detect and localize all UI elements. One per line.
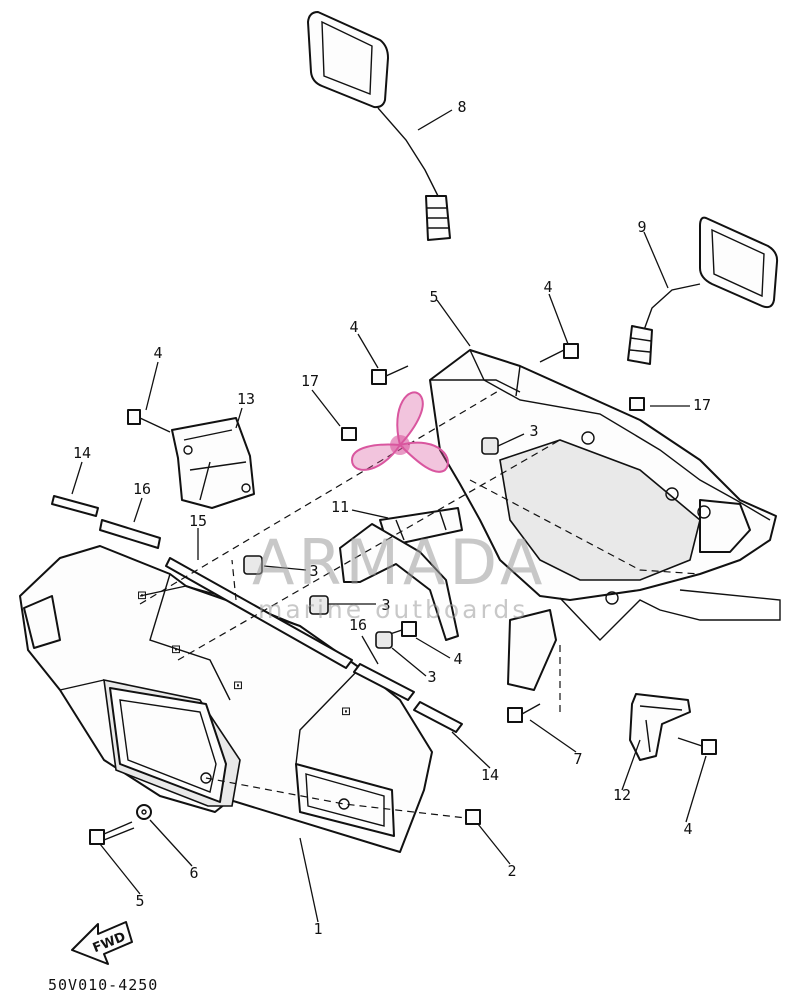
grommet-3-c <box>309 595 329 615</box>
leader-lines <box>71 109 707 923</box>
fasteners <box>89 343 717 845</box>
callout-3: 3 <box>309 562 318 580</box>
bolt-17-right <box>629 397 645 411</box>
callout-4: 4 <box>349 318 358 336</box>
callout-10: 9 <box>637 218 646 236</box>
svg-text:⊡: ⊡ <box>233 676 242 694</box>
grommet-3-a <box>481 437 499 455</box>
bolt-17-left <box>341 427 357 441</box>
mirror-right <box>627 216 779 365</box>
side-bracket-right <box>629 693 691 761</box>
callout-3: 3 <box>529 422 538 440</box>
callout-8: 7 <box>573 750 582 768</box>
svg-text:⊡: ⊡ <box>341 702 350 720</box>
callout-16: 16 <box>349 616 367 634</box>
callout-4: 4 <box>683 820 692 838</box>
drawing-code: 50V010-4250 <box>48 976 159 994</box>
frame-stay <box>429 349 781 691</box>
nut-2 <box>465 809 481 825</box>
callout-14: 14 <box>73 444 91 462</box>
callout-16: 16 <box>133 480 151 498</box>
callout-14: 14 <box>481 766 499 784</box>
callout-1: 1 <box>313 920 322 938</box>
callout-13: 13 <box>237 390 255 408</box>
svg-text:⊡: ⊡ <box>137 586 146 604</box>
propeller-icon <box>350 391 449 473</box>
cowl-body: ⊡ ⊡ ⊡ ⊡ <box>19 545 433 853</box>
callout-6: 5 <box>135 892 144 910</box>
watermark-subtitle: marine outboards <box>258 595 528 624</box>
svg-text:⊡: ⊡ <box>171 640 180 658</box>
callouts: 8 9 5 4 4 4 17 17 13 3 14 16 15 11 3 3 1… <box>73 98 711 938</box>
inner-bracket <box>339 507 463 641</box>
washer-7 <box>136 804 152 820</box>
callout-3: 3 <box>427 668 436 686</box>
bolt-4-left <box>127 409 171 433</box>
callout-4: 4 <box>453 650 462 668</box>
bolt-6 <box>89 821 135 845</box>
callout-5: 5 <box>429 288 438 306</box>
bolt-8 <box>507 703 541 723</box>
bolt-4-right-top <box>539 343 579 363</box>
callout-2: 2 <box>507 862 516 880</box>
grommet-3-d <box>375 631 393 649</box>
forward-arrow: FWD <box>71 921 133 965</box>
callout-17: 17 <box>301 372 319 390</box>
bolt-4-center <box>371 365 409 385</box>
grommet-3-b <box>243 555 263 575</box>
callout-17: 17 <box>693 396 711 414</box>
callout-7: 6 <box>189 864 198 882</box>
bolt-4-right-bottom <box>677 737 717 755</box>
assembly-lines <box>139 389 701 819</box>
callout-4: 4 <box>153 344 162 362</box>
callout-3: 3 <box>381 596 390 614</box>
callout-9: 8 <box>457 98 466 116</box>
callout-4: 4 <box>543 278 552 296</box>
trim-strips <box>51 495 463 733</box>
callout-11: 11 <box>331 498 349 516</box>
side-bracket-left <box>171 417 255 509</box>
callout-12: 12 <box>613 786 631 804</box>
mirror-left <box>307 11 451 241</box>
watermark-title: ARMADA <box>252 526 546 599</box>
watermark-logo: ARMADA marine outboards <box>252 391 546 624</box>
callout-15: 15 <box>189 512 207 530</box>
